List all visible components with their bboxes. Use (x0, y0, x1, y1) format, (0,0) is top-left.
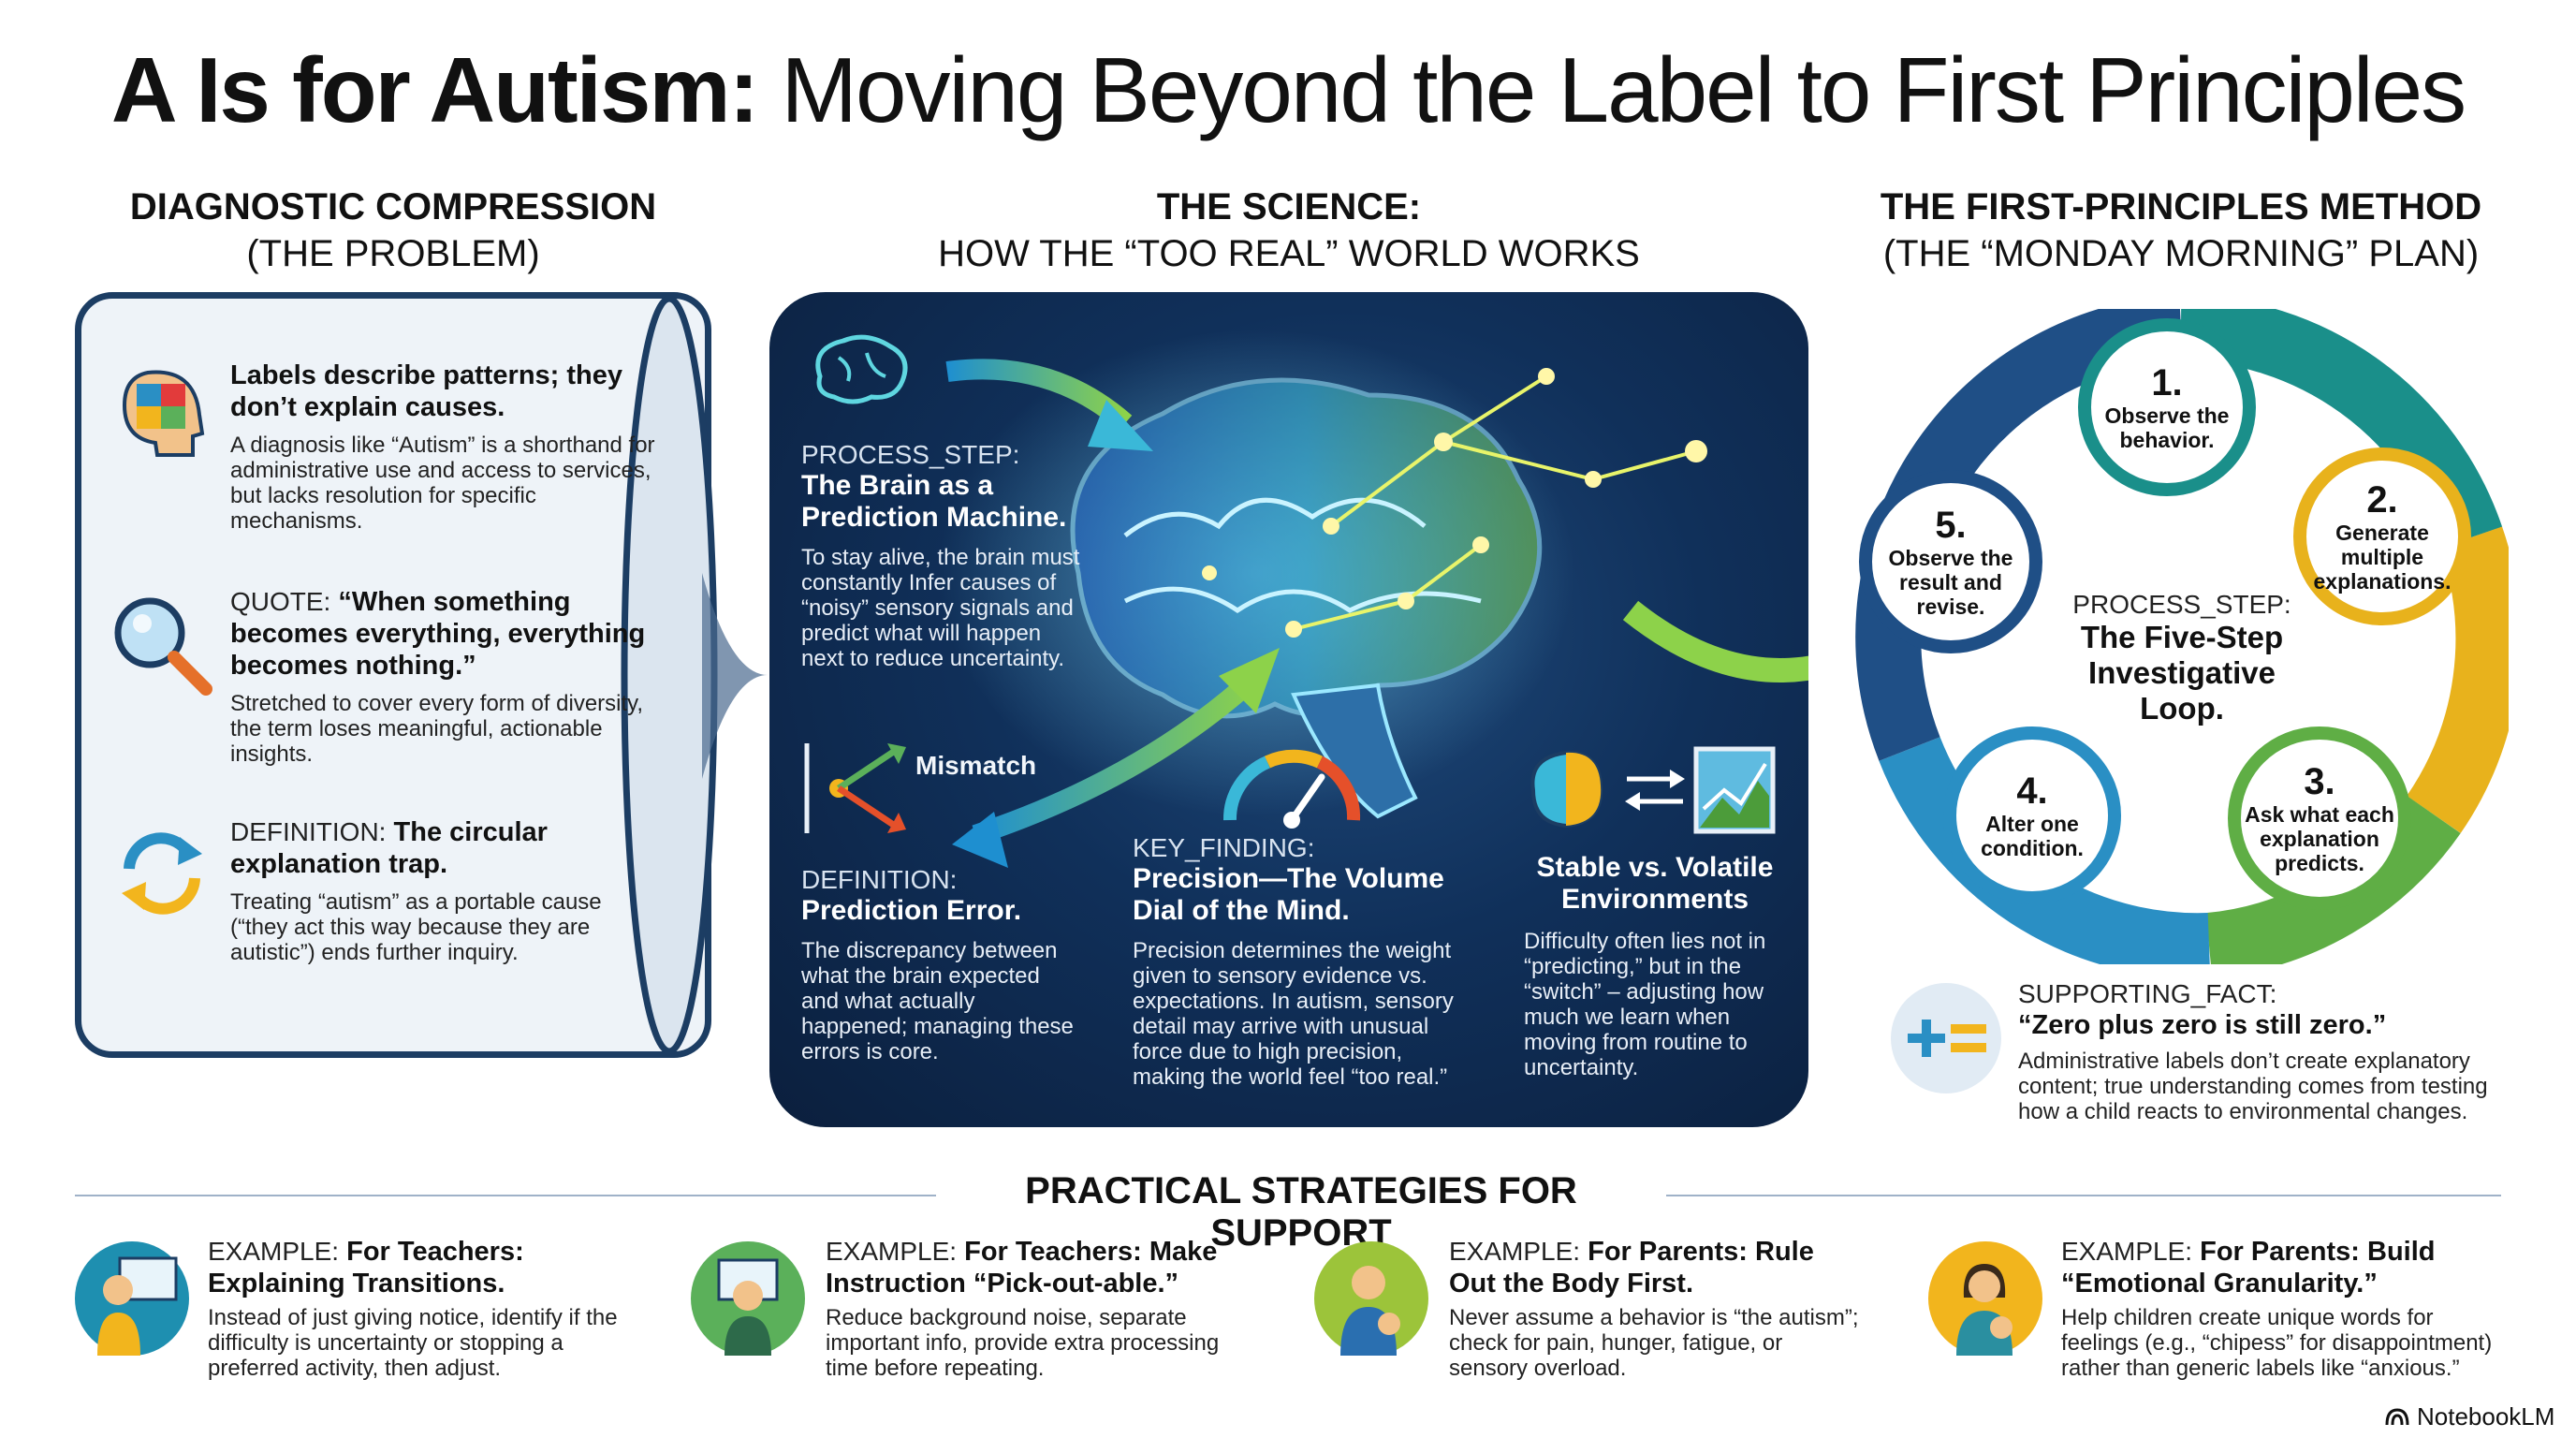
right-heading-text: THE FIRST-PRINCIPLES METHOD (1880, 186, 2482, 227)
right-column-heading: THE FIRST-PRINCIPLES METHOD (THE “MONDAY… (1835, 183, 2527, 277)
left-item-1-title: Labels describe patterns; they don’t exp… (230, 360, 623, 422)
teacher-avatar-2 (691, 1241, 805, 1356)
left-heading-text: DIAGNOSTIC COMPRESSION (129, 186, 657, 227)
step-4-number: 4. (2016, 770, 2048, 812)
key-finding-body: Precision determines the weight given to… (1133, 938, 1454, 1090)
left-item-labels: Labels describe patterns; they don’t exp… (230, 360, 661, 534)
key-finding-block: KEY_FINDING: Precision—The Volume Dial o… (1133, 833, 1470, 1090)
supporting-fact-body: Administrative labels don’t create expla… (2018, 1049, 2488, 1124)
loop-step-1: 1. Observe the behavior. (2078, 318, 2256, 496)
loop-step-4: 4. Alter one condition. (1943, 726, 2121, 904)
brand-text: NotebookLM (2417, 1402, 2555, 1431)
definition-label: DEFINITION: (230, 817, 387, 846)
teacher-avatar-1 (75, 1241, 189, 1356)
loop-step-2: 2. Generate multiple explanations. (2293, 448, 2471, 625)
middle-column-heading: THE SCIENCE: HOW THE “TOO REAL” WORLD WO… (769, 183, 1808, 277)
plus-equals-icon (1891, 983, 2001, 1093)
strategy-3-label: EXAMPLE: (1449, 1237, 1581, 1266)
loop-center-label: PROCESS_STEP: (2072, 590, 2291, 619)
step-2-text: Generate multiple explanations. (2313, 521, 2452, 594)
left-item-2-body: Stretched to cover every form of diversi… (230, 691, 644, 767)
quote-label: QUOTE: (230, 587, 331, 616)
prediction-error-body: The discrepancy between what the brain e… (801, 938, 1074, 1064)
mismatch-label: Mismatch (915, 751, 1037, 780)
step-5-text: Observe the result and revise. (1888, 546, 2013, 619)
gauge-dial-icon (1222, 749, 1361, 829)
circular-arrows-icon (122, 832, 202, 915)
environments-body: Difficulty often lies not in “predicting… (1524, 929, 1766, 1080)
supporting-fact-label: SUPPORTING_FACT: (2018, 979, 2277, 1008)
strategy-3-title: For Parents: Rule Out the Body First. (1449, 1237, 1814, 1299)
step-1-number: 1. (2151, 362, 2183, 404)
key-finding-label: KEY_FINDING: (1133, 833, 1315, 862)
title-rest: Moving Beyond the Label to First Princip… (781, 38, 2466, 141)
strategy-4-title: For Parents: Build “Emotional Granularit… (2061, 1237, 2436, 1299)
process-step-block: PROCESS_STEP: The Brain as a Prediction … (801, 440, 1082, 671)
prediction-error-title: Prediction Error. (801, 895, 1022, 926)
loop-center: PROCESS_STEP: The Five-Step Investigativ… (2056, 590, 2308, 726)
brain-outline-icon (815, 334, 908, 404)
left-column-heading: DIAGNOSTIC COMPRESSION (THE PROBLEM) (75, 183, 711, 277)
left-heading-sub: (THE PROBLEM) (246, 233, 540, 274)
title-bold: A Is for Autism: (110, 38, 759, 141)
supporting-fact: SUPPORTING_FACT: “Zero plus zero is stil… (2018, 979, 2505, 1124)
step-3-text: Ask what each explanation predicts. (2245, 802, 2394, 875)
notebooklm-logo-icon (2385, 1407, 2409, 1425)
strategy-4-body: Help children create unique words for fe… (2061, 1305, 2493, 1381)
strategy-3-body: Never assume a behavior is “the autism”;… (1449, 1305, 1859, 1381)
loop-center-title: The Five-Step Investigative Loop. (2080, 620, 2284, 726)
strategy-3: EXAMPLE: For Parents: Rule Out the Body … (1449, 1236, 1861, 1381)
left-item-1-body: A diagnosis like “Autism” is a shorthand… (230, 433, 655, 534)
loop-step-5: 5. Observe the result and revise. (1859, 470, 2042, 653)
parent-avatar-2 (1928, 1241, 2042, 1356)
scroll-curl (621, 295, 768, 1055)
loop-step-3: 3. Ask what each explanation predicts. (2228, 726, 2411, 910)
step-2-number: 2. (2366, 479, 2398, 521)
middle-heading-sub: HOW THE “TOO REAL” WORLD WORKS (938, 233, 1640, 274)
strategy-4-label: EXAMPLE: (2061, 1237, 2193, 1266)
prediction-error-block: DEFINITION: Prediction Error. The discre… (801, 865, 1082, 1064)
left-item-quote: QUOTE: “When something becomes everythin… (230, 586, 661, 767)
strategy-2: EXAMPLE: For Teachers: Make Instruction … (826, 1236, 1237, 1381)
environments-title: Stable vs. Volatile Environments (1536, 852, 1774, 915)
supporting-fact-title: “Zero plus zero is still zero.” (2018, 1010, 2387, 1040)
strategy-2-title: For Teachers: Make Instruction “Pick-out… (826, 1237, 1218, 1299)
strategy-1-title: For Teachers: Explaining Transitions. (208, 1237, 524, 1299)
mismatch-branch-icon (804, 743, 906, 833)
process-body: To stay alive, the brain must constantly… (801, 545, 1080, 671)
prediction-error-label: DEFINITION: (801, 865, 958, 894)
strategy-4: EXAMPLE: For Parents: Build “Emotional G… (2061, 1236, 2510, 1381)
strategy-1: EXAMPLE: For Teachers: Explaining Transi… (208, 1236, 620, 1381)
strategy-2-label: EXAMPLE: (826, 1237, 958, 1266)
strategy-1-label: EXAMPLE: (208, 1237, 340, 1266)
step-4-text: Alter one condition. (1981, 812, 2084, 860)
strategy-2-body: Reduce background noise, separate import… (826, 1305, 1220, 1381)
middle-heading-text: THE SCIENCE: (1156, 186, 1422, 227)
puzzle-head-icon (122, 370, 205, 457)
quote-text: “When something becomes everything, ever… (230, 587, 646, 681)
process-label: PROCESS_STEP: (801, 440, 1020, 469)
step-3-number: 3. (2304, 761, 2335, 802)
strategies-heading: PRACTICAL STRATEGIES FOR SUPPORT (936, 1170, 1666, 1255)
step-5-number: 5. (1935, 505, 1967, 546)
step-1-text: Observe the behavior. (2104, 404, 2230, 452)
definition-title: The circular explanation trap. (230, 817, 548, 879)
brand: NotebookLM (2385, 1402, 2554, 1431)
right-heading-sub: (THE “MONDAY MORNING” PLAN) (1882, 233, 2480, 274)
magnifier-icon (114, 597, 212, 696)
left-item-definition: DEFINITION: The circular explanation tra… (230, 816, 661, 965)
environments-block: Stable vs. Volatile Environments Difficu… (1524, 852, 1786, 1080)
left-item-3-body: Treating “autism” as a portable cause (“… (230, 889, 602, 965)
key-finding-title: Precision—The Volume Dial of the Mind. (1133, 863, 1444, 926)
stable-volatile-icon (1530, 746, 1776, 834)
page-title: A Is for Autism: Moving Beyond the Label… (0, 37, 2576, 143)
brain-illustration (938, 330, 1808, 868)
process-title: The Brain as a Prediction Machine. (801, 470, 1067, 533)
strategy-1-body: Instead of just giving notice, identify … (208, 1305, 618, 1381)
parent-avatar-1 (1314, 1241, 1428, 1356)
